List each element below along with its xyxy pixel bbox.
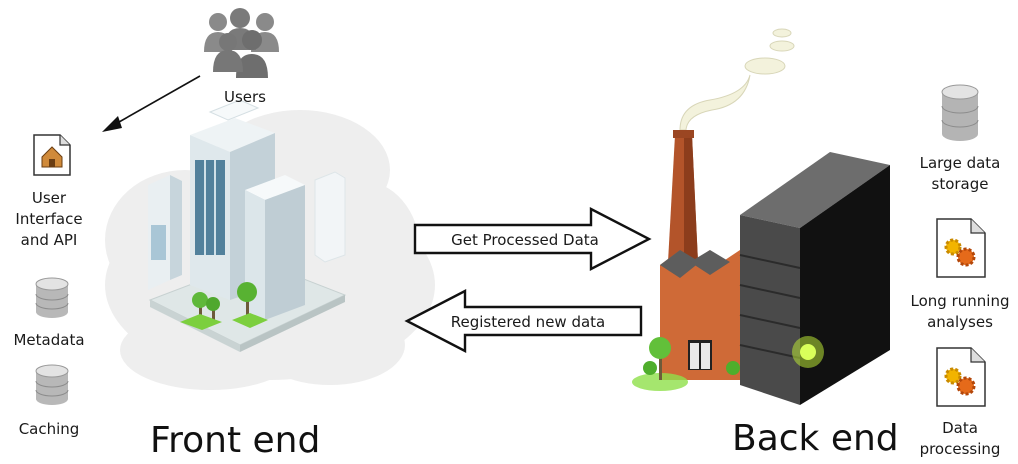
feature-user-interface-label: User Interface and API: [15, 189, 83, 249]
tree-group-front: [180, 282, 268, 330]
feature-processing-label: Data processing: [919, 419, 1001, 458]
users-icon: [204, 8, 279, 78]
back-end-title: Back end: [732, 418, 899, 459]
house-document-icon: [33, 134, 71, 176]
processing-gears-document-icon: [936, 347, 986, 407]
tree-group-back: [632, 337, 740, 391]
feature-metadata-label: Metadata: [13, 331, 85, 349]
register-arrow-label: Registered new data: [450, 313, 606, 331]
register-arrow: [404, 289, 643, 353]
feature-storage-label: Large data storage: [919, 154, 1001, 193]
caching-database-icon: [35, 364, 69, 405]
request-arrow: [413, 207, 652, 271]
analyses-gears-document-icon: [936, 218, 986, 278]
feature-caching-label: Caching: [18, 420, 80, 438]
request-arrow-label: Get Processed Data: [451, 231, 599, 249]
front-end-title: Front end: [150, 420, 321, 461]
feature-analyses-label: Long running analyses: [910, 292, 1010, 331]
users-arrow: [111, 75, 201, 127]
smoke-puffs: [679, 28, 795, 131]
storage-database-icon: [941, 84, 979, 141]
metadata-database-icon: [35, 277, 69, 318]
users-label: Users: [223, 88, 266, 106]
